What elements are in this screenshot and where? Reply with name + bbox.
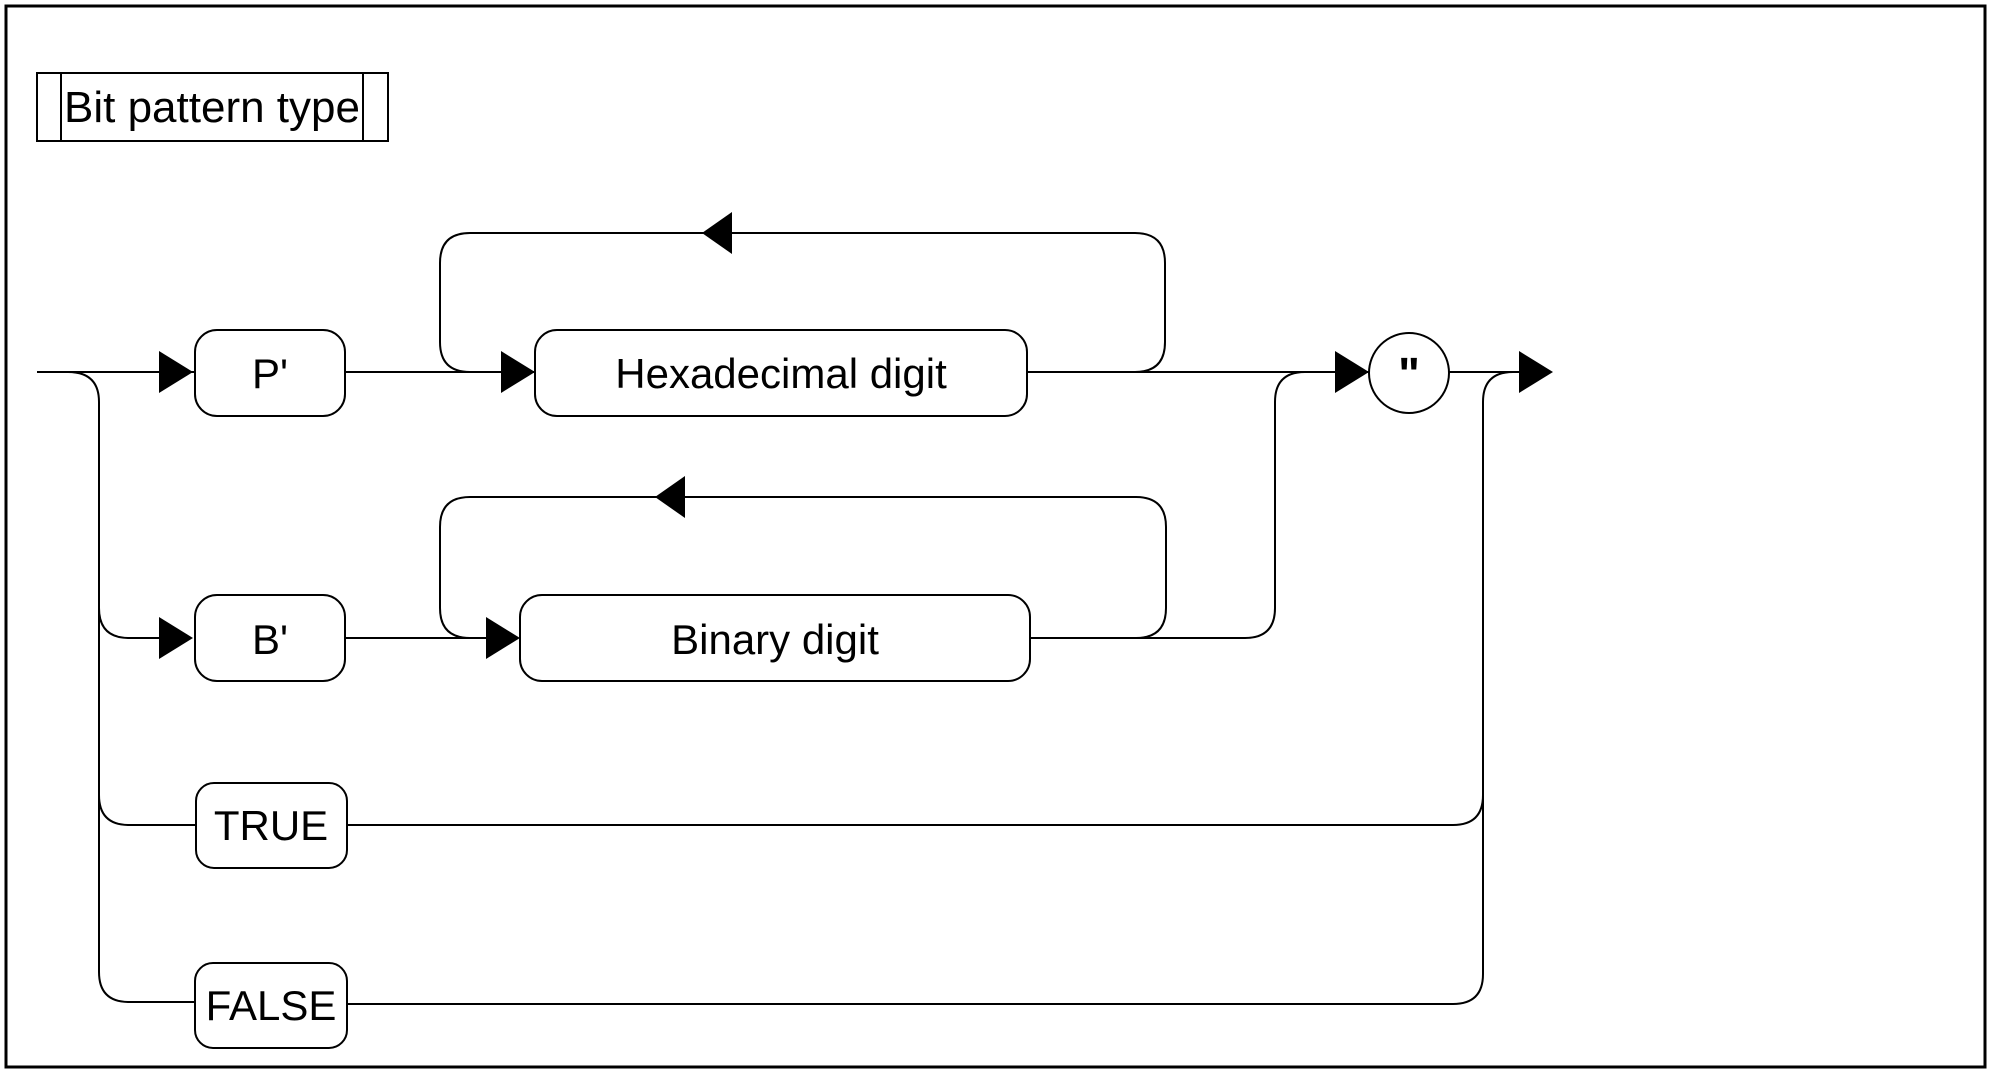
- branch-to-b-row: [98, 607, 159, 639]
- node-box-p-prefix: [194, 329, 346, 417]
- nodes: [194, 329, 1450, 1049]
- label-b-prefix: B': [252, 616, 288, 663]
- node-box-b-prefix: [194, 594, 346, 682]
- diagram-title: Bit pattern type: [64, 83, 360, 132]
- arrow-diagram-exit-icon: [1519, 351, 1553, 393]
- label-hexadecimal-digit: Hexadecimal digit: [615, 350, 947, 397]
- false-row-join-line: [347, 371, 1514, 1005]
- node-circle-quote-terminal: [1368, 332, 1450, 414]
- arrow-into-quote-icon: [1335, 351, 1369, 393]
- label-binary-digit: Binary digit: [671, 616, 879, 663]
- branch-to-true-row: [98, 794, 196, 826]
- arrow-into-b-icon: [159, 617, 193, 659]
- arrow-binary-loop-back-icon: [655, 476, 685, 518]
- node-box-true: [195, 782, 348, 869]
- node-labels: P' Hexadecimal digit B' Binary digit TRU…: [206, 348, 1420, 1029]
- label-false: FALSE: [206, 982, 337, 1029]
- arrow-into-hex-icon: [501, 351, 535, 393]
- label-true: TRUE: [214, 802, 328, 849]
- binary-repeat-loop: [439, 496, 1167, 639]
- b-row-join-line: [1030, 371, 1306, 639]
- title-box-frame: [36, 72, 389, 142]
- rail-lines: [37, 232, 1519, 1005]
- page-border: [4, 4, 1987, 1069]
- arrowheads: [159, 212, 1553, 659]
- arrow-into-binary-icon: [486, 617, 520, 659]
- node-box-false: [194, 962, 348, 1049]
- hex-repeat-loop: [439, 232, 1166, 373]
- arrow-into-p-icon: [159, 351, 193, 393]
- title-box: Bit pattern type: [36, 72, 389, 142]
- label-quote-terminal: ": [1398, 348, 1420, 400]
- node-box-hexadecimal-digit: [534, 329, 1028, 417]
- entry-branch-vertical: [67, 371, 195, 1003]
- arrow-hex-loop-back-icon: [702, 212, 732, 254]
- label-p-prefix: P': [252, 350, 288, 397]
